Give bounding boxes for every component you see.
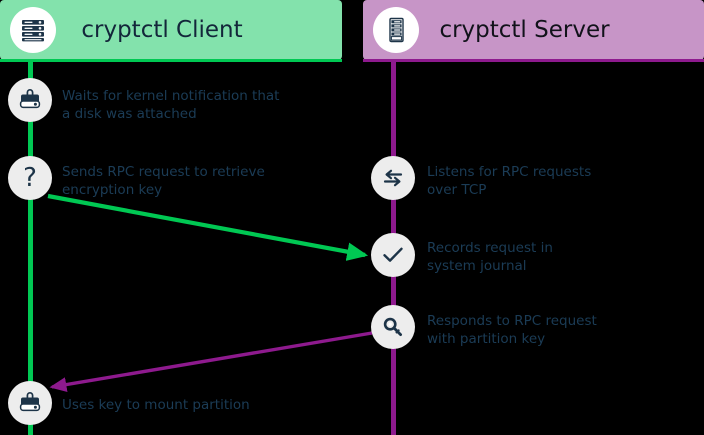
lane-header-client: cryptctl Client — [0, 0, 342, 60]
lifeline-stub-server — [363, 59, 704, 62]
step-badge-server-respond[interactable] — [371, 305, 415, 349]
server-rack-icon — [10, 7, 56, 53]
response-arrow — [49, 331, 373, 392]
disk-lock-icon — [19, 89, 41, 109]
request-arrow — [47, 193, 369, 261]
exchange-arrows-icon — [383, 169, 403, 187]
step-badge-client-send-rpc[interactable]: ? — [8, 156, 52, 200]
step-badge-server-listen[interactable] — [371, 156, 415, 200]
question-mark-icon: ? — [23, 163, 37, 193]
server-tower-icon — [373, 7, 419, 53]
disk-lock-icon — [19, 392, 41, 412]
key-icon — [383, 317, 402, 336]
checkmark-icon — [383, 247, 403, 262]
step-label-client-wait: Waits for kernel notification that a dis… — [62, 88, 280, 122]
step-badge-server-record[interactable] — [371, 233, 415, 277]
step-label-server-record: Records request in system journal — [427, 240, 553, 274]
lane-header-server: cryptctl Server — [363, 0, 704, 60]
lifeline-stub-client — [0, 59, 342, 62]
lane-title-client: cryptctl Client — [81, 17, 243, 43]
step-badge-client-wait[interactable] — [8, 78, 52, 122]
step-label-server-respond: Responds to RPC request with partition k… — [427, 313, 597, 347]
step-label-client-mount: Uses key to mount partition — [62, 397, 250, 413]
lifeline-client — [28, 60, 33, 435]
step-label-client-send-rpc: Sends RPC request to retrieve encryption… — [62, 164, 265, 198]
lane-title-server: cryptctl Server — [439, 17, 610, 43]
step-badge-client-mount[interactable] — [8, 381, 52, 425]
step-label-server-listen: Listens for RPC requests over TCP — [427, 164, 592, 198]
